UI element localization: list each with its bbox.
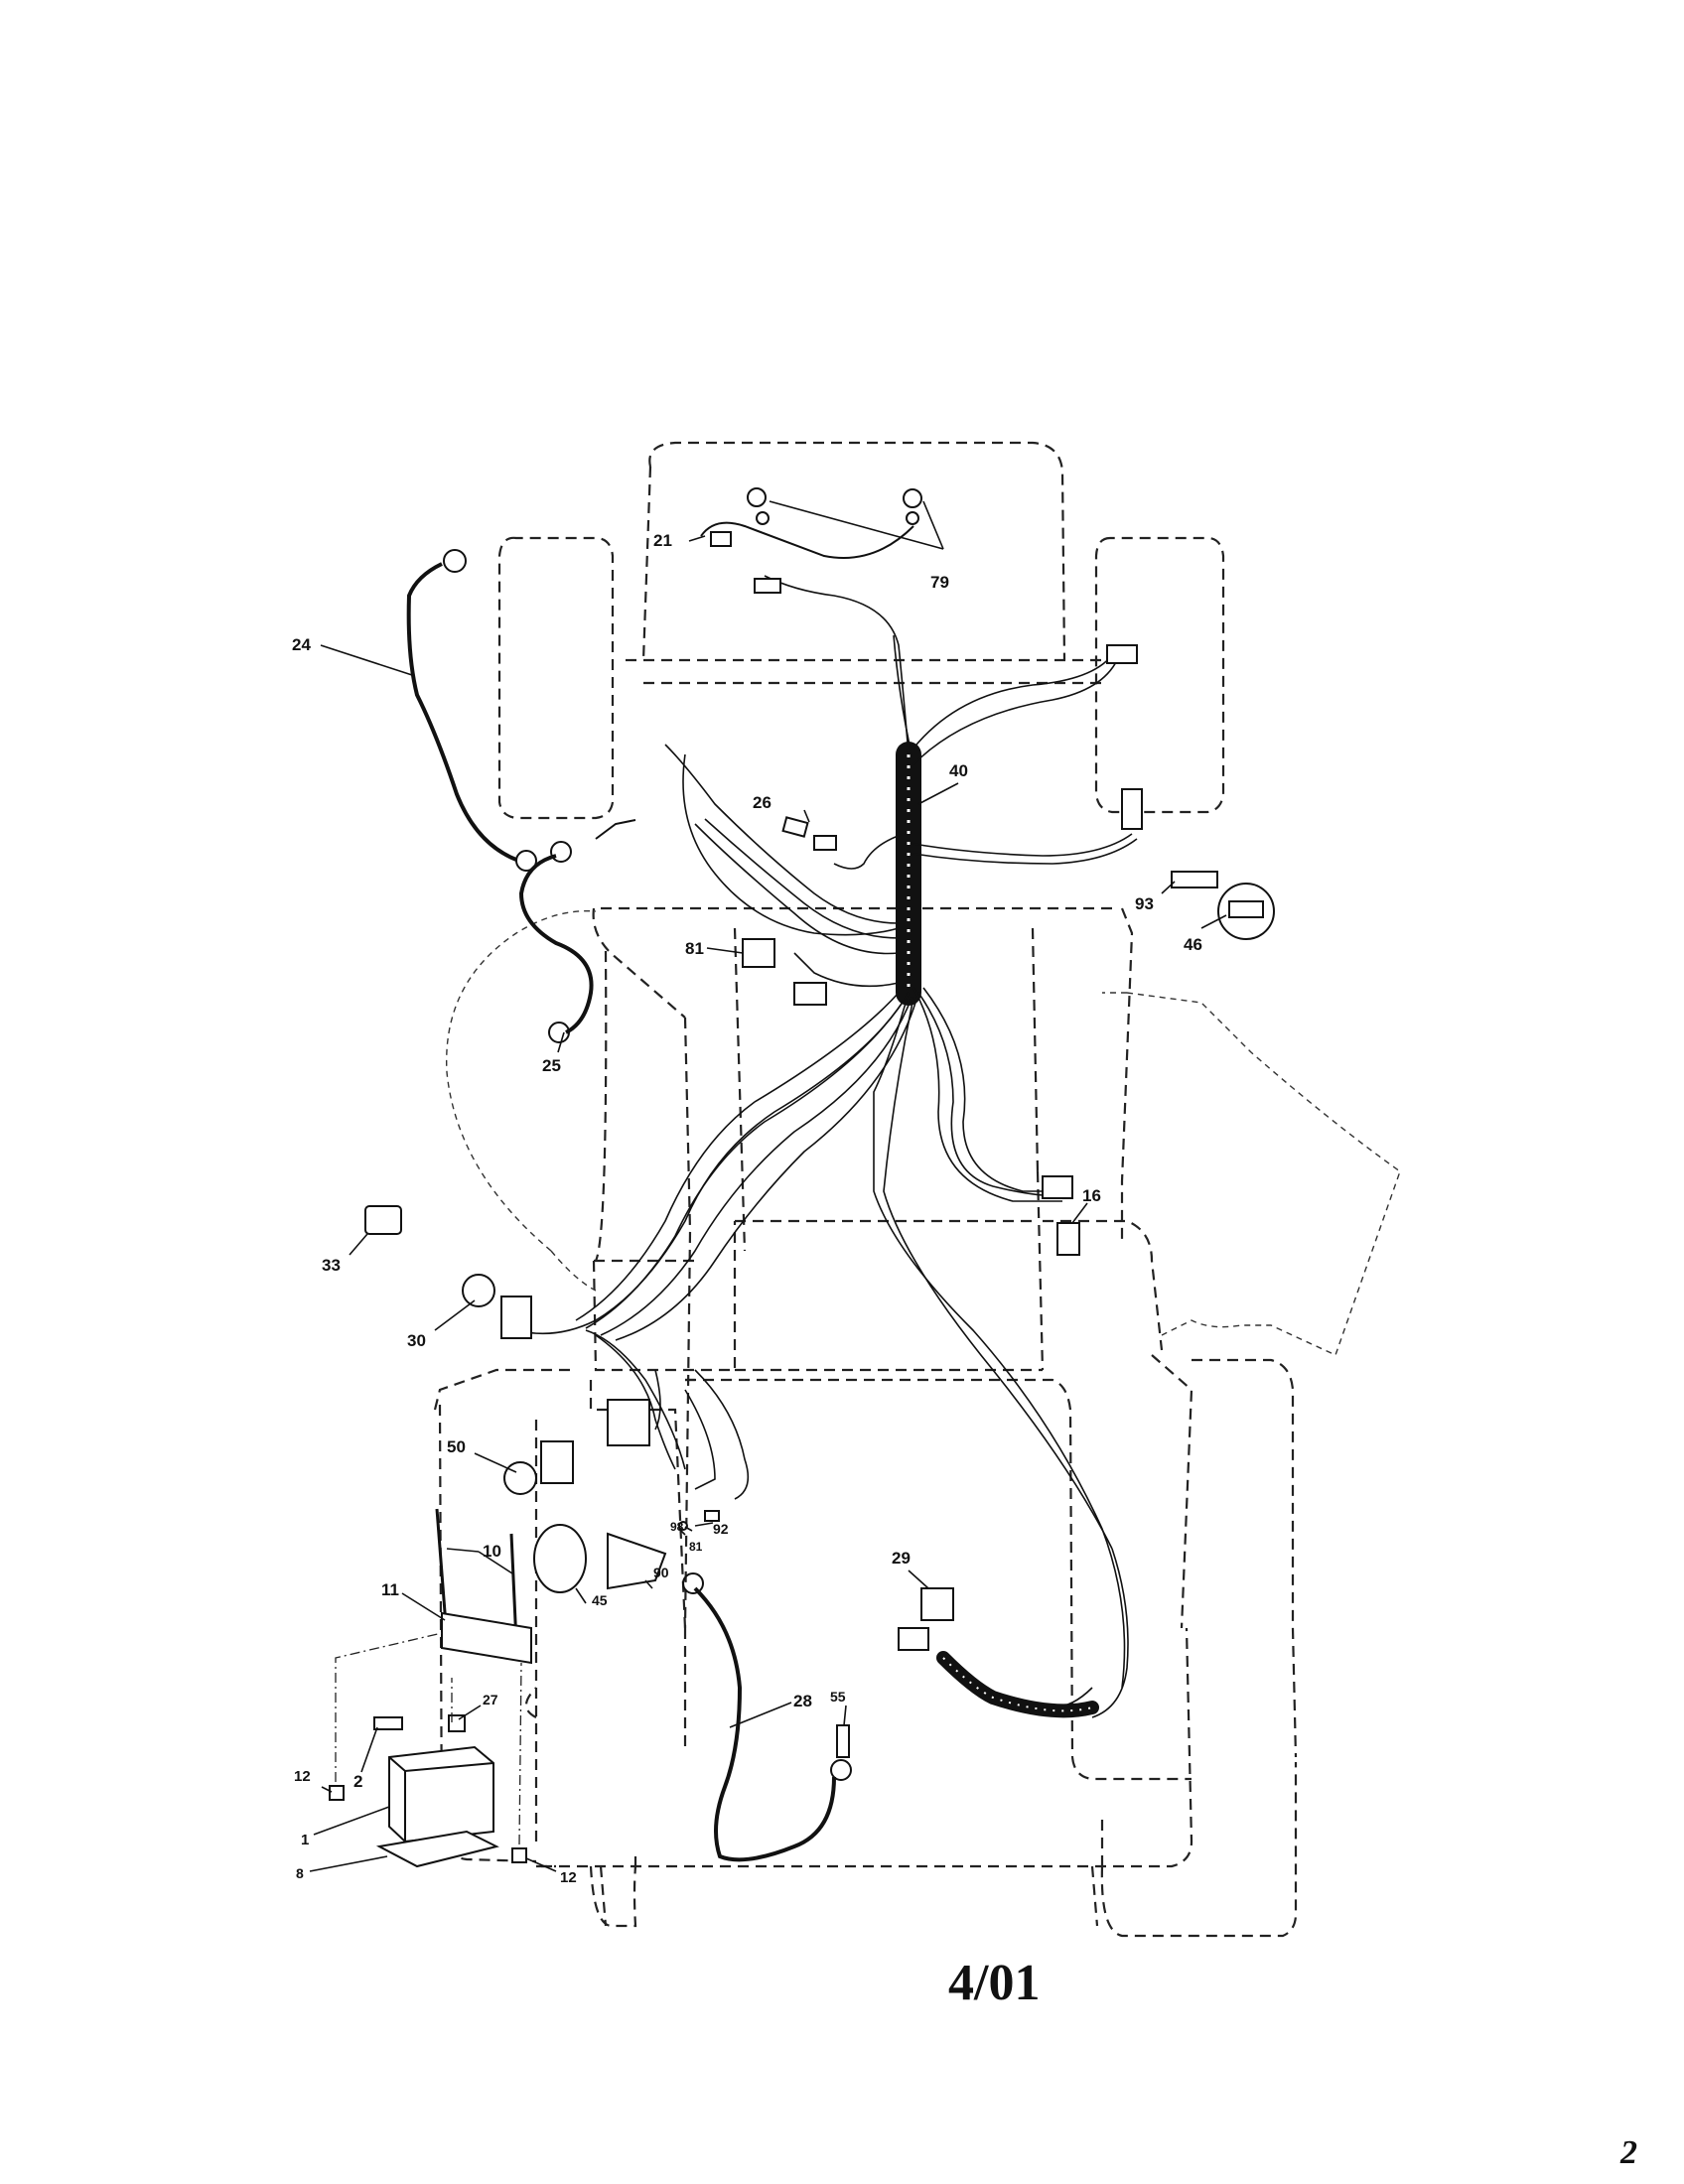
callout-81: 81 [685, 939, 704, 958]
switch-50 [540, 1440, 574, 1484]
callout-labels: 21 79 24 40 26 93 46 81 25 16 33 30 50 1… [292, 531, 1202, 1886]
gauge-45 [533, 1524, 587, 1593]
callout-90: 90 [653, 1565, 669, 1580]
callout-45: 45 [592, 1592, 608, 1608]
callout-81-lower: 81 [689, 1540, 703, 1554]
callout-33: 33 [322, 1256, 341, 1275]
callout-79: 79 [930, 573, 949, 592]
terminal-98 [678, 1521, 688, 1531]
module-33 [364, 1205, 402, 1235]
callout-28: 28 [793, 1692, 812, 1710]
connector-plug [793, 982, 827, 1006]
ignition-plug [500, 1296, 532, 1339]
tray-8 [375, 1830, 499, 1868]
callout-10: 10 [483, 1542, 501, 1561]
ground-cable-24 [406, 549, 537, 872]
callout-92: 92 [713, 1521, 729, 1537]
components [329, 487, 1275, 1868]
callout-12-right: 12 [560, 1869, 577, 1886]
guide-lines [335, 1632, 522, 1845]
bezel-90 [607, 1532, 667, 1590]
date-code: 4/01 [948, 1955, 1041, 2011]
callout-2: 2 [353, 1772, 362, 1791]
page-mark: 2 [1620, 2134, 1637, 2171]
solenoid-29 [920, 1587, 954, 1621]
callout-93: 93 [1135, 894, 1154, 913]
nut-12a [329, 1785, 345, 1801]
callout-1: 1 [301, 1832, 309, 1848]
connector-26b [813, 835, 837, 851]
connector-right-mid [1121, 788, 1143, 830]
callout-98: 98 [670, 1520, 684, 1534]
engine-outline [445, 909, 1401, 1356]
callout-25: 25 [542, 1056, 561, 1075]
callout-21: 21 [653, 531, 672, 550]
knob-50 [503, 1461, 537, 1495]
tractor-outline [433, 441, 1298, 1938]
headlight-wire-21 [700, 521, 914, 559]
callout-50: 50 [447, 1437, 466, 1456]
connector-6pin [607, 1399, 650, 1446]
leader-lines [309, 500, 1227, 1872]
connector-right-top [1106, 644, 1138, 664]
bolt-2 [373, 1716, 403, 1730]
callout-46: 46 [1184, 935, 1202, 954]
bolt-55 [836, 1724, 850, 1758]
plug-29 [898, 1627, 929, 1651]
callout-40: 40 [949, 761, 968, 780]
callout-26: 26 [753, 793, 772, 812]
callout-16: 16 [1082, 1186, 1101, 1205]
callout-12-left: 12 [294, 1768, 311, 1785]
hold-down-11 [441, 1611, 532, 1665]
battery-cable-28 [682, 1572, 852, 1862]
bulb-79a [747, 487, 770, 525]
callout-27: 27 [483, 1692, 498, 1707]
bulb-79b [903, 488, 922, 525]
callout-11: 11 [381, 1580, 399, 1599]
main-harness [515, 575, 1138, 1718]
connector-21 [710, 531, 732, 547]
callout-24: 24 [292, 635, 311, 654]
terminal-92 [704, 1510, 720, 1522]
ignition-30 [462, 1274, 495, 1307]
callout-30: 30 [407, 1331, 426, 1350]
terminal-27 [448, 1714, 466, 1732]
callout-55: 55 [830, 1689, 846, 1705]
connector-26a [781, 816, 809, 838]
relay-81 [742, 938, 775, 968]
callout-8: 8 [296, 1865, 304, 1881]
connector-16 [1042, 1175, 1073, 1199]
nut-12b [511, 1847, 527, 1863]
callout-29: 29 [892, 1549, 911, 1568]
bracket-93 [1171, 871, 1218, 888]
ground-cable-25 [518, 819, 636, 1043]
switch-16 [1056, 1222, 1080, 1256]
connector-upper [754, 578, 781, 594]
